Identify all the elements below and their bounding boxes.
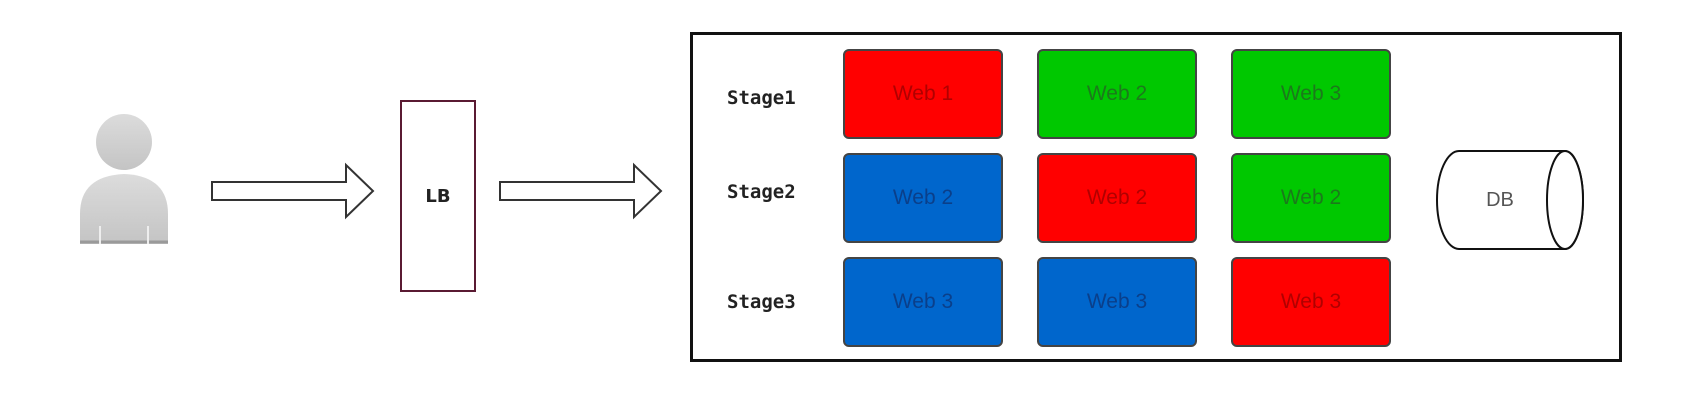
stage-label: Stage2: [727, 181, 796, 203]
web-server-cell: Web 3: [1231, 257, 1391, 347]
right-arrow-icon: [499, 162, 663, 220]
stage-label: Stage1: [727, 87, 796, 109]
database-label: DB: [1486, 188, 1514, 211]
database-icon: [1436, 150, 1584, 250]
right-arrow-icon: [211, 162, 375, 220]
web-server-cell: Web 3: [1231, 49, 1391, 139]
load-balancer-box: LB: [400, 100, 476, 292]
web-server-cell: Web 2: [843, 153, 1003, 243]
web-server-label: Web 2: [1086, 186, 1148, 209]
web-server-label: Web 3: [892, 290, 954, 313]
web-server-label: Web 2: [892, 186, 954, 209]
web-server-label: Web 3: [1280, 82, 1342, 105]
user-icon: [80, 114, 168, 244]
server-cluster: Stage1 Stage2 Stage3 Web 1 Web 2 Web 3 W…: [690, 32, 1622, 362]
stage-label: Stage3: [727, 291, 796, 313]
web-server-cell: Web 3: [843, 257, 1003, 347]
web-server-cell: Web 2: [1231, 153, 1391, 243]
web-server-cell: Web 1: [843, 49, 1003, 139]
web-server-label: Web 2: [1086, 82, 1148, 105]
web-server-label: Web 3: [1086, 290, 1148, 313]
web-server-cell: Web 3: [1037, 257, 1197, 347]
web-server-cell: Web 2: [1037, 49, 1197, 139]
load-balancer-label: LB: [425, 185, 451, 207]
database: DB: [1435, 149, 1595, 251]
web-server-cell: Web 2: [1037, 153, 1197, 243]
web-server-label: Web 2: [1280, 186, 1342, 209]
web-server-label: Web 3: [1280, 290, 1342, 313]
web-server-label: Web 1: [892, 82, 954, 105]
